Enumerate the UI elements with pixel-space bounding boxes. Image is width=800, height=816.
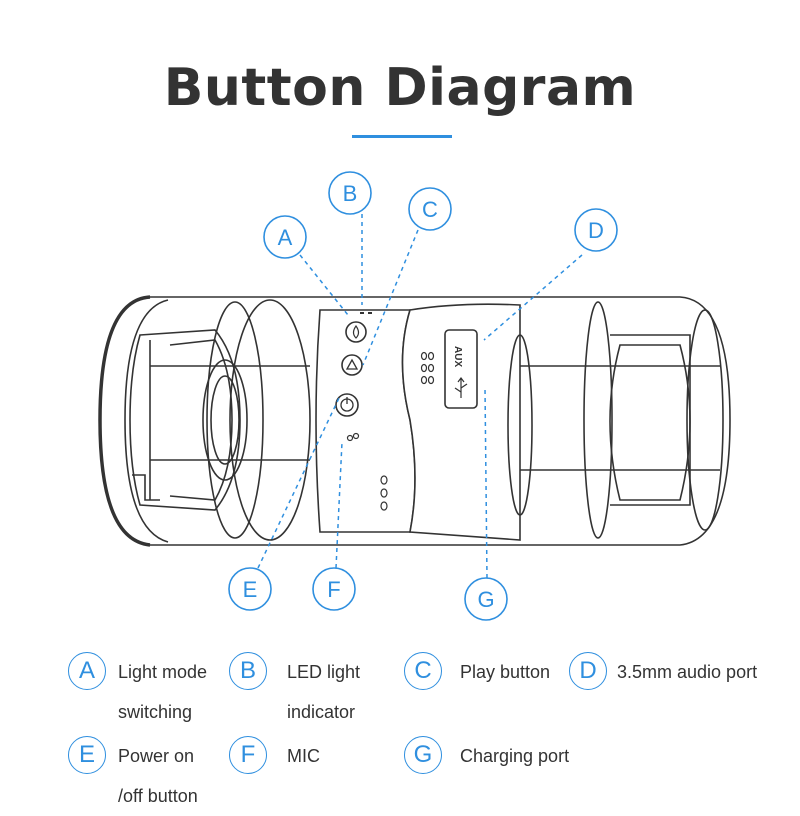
aux-port-panel (444, 329, 478, 409)
svg-text:C: C (422, 197, 438, 222)
mic-holes (346, 432, 360, 442)
legend-badge-c: C (404, 652, 442, 690)
callout-f: F (312, 567, 356, 611)
right-speaker-driver (609, 344, 691, 501)
legend-label-c: Play button (460, 662, 551, 682)
vent-holes (380, 351, 435, 511)
usb-icon (454, 377, 468, 398)
svg-text:A: A (278, 225, 293, 250)
callout-d: D (574, 208, 618, 252)
legend-item-f: F MIC (229, 736, 320, 776)
legend-badge-b: B (229, 652, 267, 690)
legend-item-e: E Power on /off button (68, 736, 198, 816)
legend-badge-e: E (68, 736, 106, 774)
legend-badge-g: G (404, 736, 442, 774)
callout-g: G (464, 577, 508, 621)
center-control-band (315, 309, 416, 533)
callout-a: A (263, 215, 307, 259)
svg-text:E: E (243, 577, 258, 602)
legend-label-d: 3.5mm audio port (617, 662, 758, 682)
legend-badge-a: A (68, 652, 106, 690)
page-title: Button Diagram (163, 58, 637, 118)
svg-text:B: B (343, 181, 358, 206)
right-band (401, 303, 521, 541)
aux-label: AUX (452, 346, 463, 367)
callout-e: E (228, 567, 272, 611)
legend-label-b: LED light indicator (287, 662, 361, 722)
play-button[interactable] (341, 354, 363, 376)
svg-text:F: F (327, 577, 340, 602)
legend-item-b: B LED light indicator (229, 652, 360, 732)
callouts: A B C D E F G (228, 171, 618, 621)
callout-c: C (408, 187, 452, 231)
legend-item-d: D 3.5mm audio port (569, 652, 757, 692)
svg-text:G: G (477, 587, 494, 612)
svg-text:D: D (588, 218, 604, 243)
light-mode-button[interactable] (345, 321, 367, 343)
legend-item-c: C Play button (404, 652, 550, 692)
legend-item-g: G Charging port (404, 736, 569, 776)
leader-lines (257, 214, 583, 579)
left-end-cap (98, 295, 151, 547)
legend-label-g: Charging port (460, 746, 570, 766)
legend-badge-d: D (569, 652, 607, 690)
legend-item-a: A Light mode switching (68, 652, 207, 732)
legend-badge-f: F (229, 736, 267, 774)
legend-label-e: Power on /off button (118, 746, 198, 806)
power-button[interactable] (335, 393, 359, 417)
callout-b: B (328, 171, 372, 215)
title-underline (352, 135, 452, 138)
legend-label-a: Light mode switching (118, 662, 208, 722)
legend-label-f: MIC (287, 746, 320, 766)
